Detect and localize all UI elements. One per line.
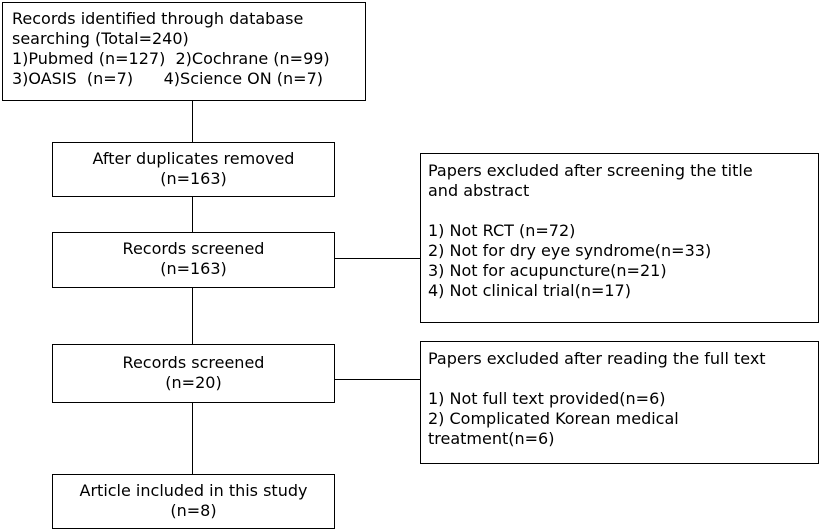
records-identified-line-4: 3)OASIS (n=7) 4)Science ON (n=7) — [12, 69, 323, 88]
excluded-title-abstract-box: Papers excluded after screening the titl… — [420, 153, 819, 323]
excluded-full-text-heading: Papers excluded after reading the full t… — [428, 349, 766, 368]
duplicates-removed-title: After duplicates removed — [92, 149, 295, 168]
records-identified-line-1: Records identified through database — [12, 9, 304, 28]
article-included-box: Article included in this study (n=8) — [52, 474, 335, 529]
records-screened-1-title: Records screened — [122, 239, 265, 258]
records-screened-box-2: Records screened (n=20) — [52, 344, 335, 403]
excluded-title-abstract-heading-1: Papers excluded after screening the titl… — [428, 161, 753, 180]
spacer — [428, 201, 811, 221]
connector-source-dedup — [192, 100, 193, 142]
article-included-count: (n=8) — [170, 501, 217, 520]
records-identified-box: Records identified through database sear… — [2, 2, 366, 101]
connector-screen2-included — [192, 402, 193, 474]
excluded-reason-not-rct: 1) Not RCT (n=72) — [428, 221, 576, 240]
excluded-reason-not-acupuncture: 3) Not for acupuncture(n=21) — [428, 261, 667, 280]
excluded-full-text-box: Papers excluded after reading the full t… — [420, 341, 819, 464]
article-included-title: Article included in this study — [79, 481, 308, 500]
excluded-reason-not-clinical-trial: 4) Not clinical trial(n=17) — [428, 281, 631, 300]
connector-screen2-excluded2 — [334, 379, 421, 380]
records-screened-box-1: Records screened (n=163) — [52, 232, 335, 288]
connector-dedup-screen1 — [192, 196, 193, 232]
connector-screen1-excluded1 — [334, 258, 421, 259]
excluded-title-abstract-heading-2: and abstract — [428, 181, 530, 200]
records-screened-2-title: Records screened — [122, 353, 265, 372]
excluded-reason-no-full-text: 1) Not full text provided(n=6) — [428, 389, 666, 408]
excluded-reason-complicated-line-1: 2) Complicated Korean medical — [428, 409, 679, 428]
duplicates-removed-box: After duplicates removed (n=163) — [52, 142, 335, 197]
excluded-reason-complicated-line-2: treatment(n=6) — [428, 429, 555, 448]
records-identified-line-2: searching (Total=240) — [12, 29, 189, 48]
spacer — [428, 369, 811, 389]
connector-screen1-screen2 — [192, 287, 193, 344]
records-screened-2-count: (n=20) — [165, 373, 222, 392]
duplicates-removed-count: (n=163) — [160, 169, 227, 188]
records-identified-line-3: 1)Pubmed (n=127) 2)Cochrane (n=99) — [12, 49, 330, 68]
records-screened-1-count: (n=163) — [160, 259, 227, 278]
excluded-reason-not-dry-eye: 2) Not for dry eye syndrome(n=33) — [428, 241, 712, 260]
